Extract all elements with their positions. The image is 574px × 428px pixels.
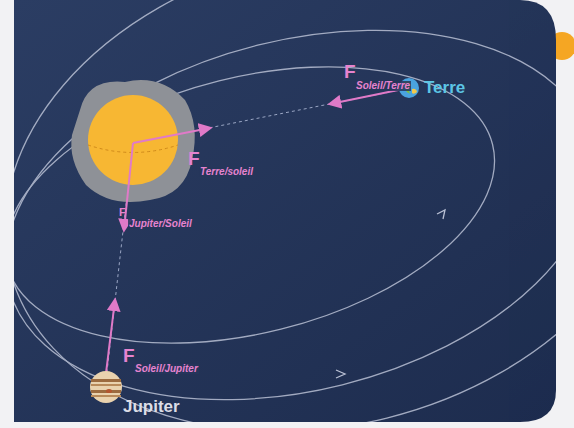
- force-symbol: F: [122, 346, 136, 365]
- force-symbol: F: [118, 207, 127, 218]
- space-panel: [14, 0, 556, 422]
- sun-corona: [71, 80, 195, 202]
- force-symbol: F: [343, 62, 357, 81]
- orbit-direction: [336, 370, 345, 378]
- force-subscript: Soleil/Terre: [355, 81, 411, 91]
- force-subscript: Soleil/Jupiter: [134, 364, 199, 374]
- jupiter-icon: [89, 370, 123, 404]
- force-arrow: [133, 128, 210, 143]
- earth-orbit: [0, 20, 524, 389]
- planet-name: Terre: [424, 79, 465, 96]
- force-subscript: Terre/soleil: [199, 167, 254, 177]
- force-symbol: F: [187, 149, 201, 168]
- planet-name: Jupiter: [123, 398, 180, 415]
- jupiter-planet: Jupiter: [89, 370, 182, 415]
- force-subscript: Jupiter/Soleil: [128, 219, 193, 229]
- orbit-direction: [437, 210, 445, 219]
- sun: [88, 95, 178, 185]
- force-arrow: [106, 300, 115, 373]
